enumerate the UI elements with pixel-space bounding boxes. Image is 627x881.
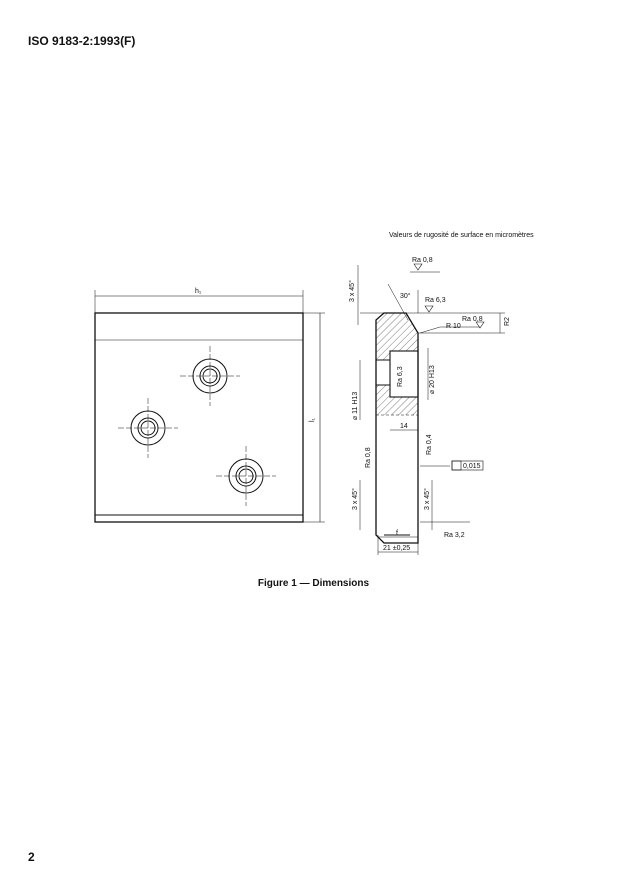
ra-hole: Ra 6,3 <box>397 366 404 387</box>
hole-1 <box>180 346 240 406</box>
hole-3 <box>216 446 276 506</box>
d20: ⌀ 20 H13 <box>429 365 436 394</box>
plate-front-view: h₁ l₁ <box>94 288 325 523</box>
flatness-tolerance: 0,015 <box>463 463 481 470</box>
r10: R 10 <box>446 323 461 330</box>
label-h1: h₁ <box>195 288 202 295</box>
width-dimension: 21 ±0,25 <box>383 545 410 552</box>
standard-header: ISO 9183-2:1993(F) <box>28 34 136 48</box>
ra-bottom: Ra 3,2 <box>444 532 465 539</box>
plate-section-view: Ra 0,8 30° Ra 6,3 Ra 0,8 R 10 R2 3 x 45°… <box>348 257 511 555</box>
angle-30: 30° <box>400 292 411 300</box>
ra-face: Ra 6,3 <box>425 297 446 304</box>
roughness-note: Valeurs de rugosité de surface en microm… <box>389 232 534 239</box>
hole-2 <box>118 398 178 458</box>
label-f: f <box>396 530 398 537</box>
label-l1: l₁ <box>309 417 316 422</box>
d11: ⌀ 11 H13 <box>352 392 359 420</box>
ra-left: Ra 0,8 <box>365 447 372 468</box>
ra-top: Ra 0,8 <box>412 257 433 264</box>
ra-right: Ra 0,8 <box>462 316 483 323</box>
chamfer-right: 3 x 45° <box>423 488 431 510</box>
r2: R2 <box>504 317 511 326</box>
chamfer-top: 3 x 45° <box>348 280 356 302</box>
ra-right-face: Ra 0,4 <box>426 434 433 455</box>
page-number: 2 <box>28 850 35 864</box>
figure-caption: Figure 1 — Dimensions <box>257 578 370 589</box>
dim-14: 14 <box>400 423 408 430</box>
chamfer-left: 3 x 45° <box>351 488 359 510</box>
